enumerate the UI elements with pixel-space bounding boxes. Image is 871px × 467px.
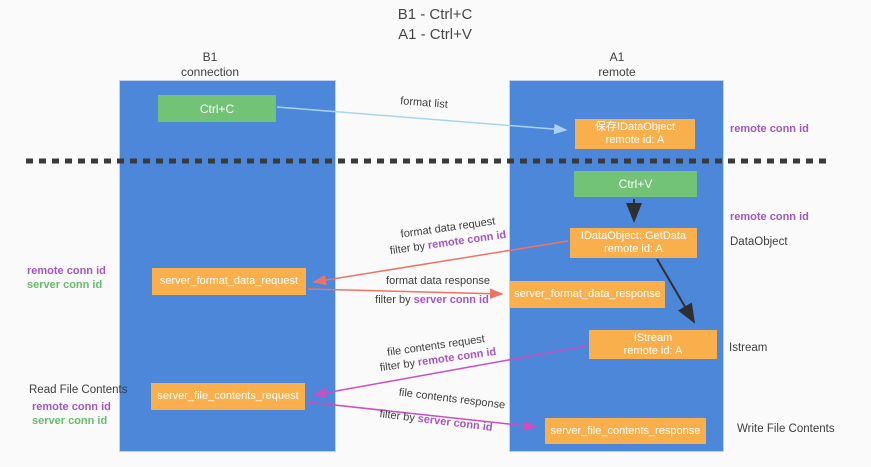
right-column-header: A1 remote <box>547 50 687 80</box>
left-server-conn-id-bottom-label: server conn id <box>32 415 108 427</box>
node-getdata: IDataObject::GetData remote id: A <box>570 228 697 258</box>
left-server-conn-id-top-label: server conn id <box>27 279 103 291</box>
filter-by-text: filter by <box>389 240 426 258</box>
node-server-file-contents-response-label: server_file_contents_response <box>550 424 701 437</box>
right-column-name: A1 <box>609 50 625 64</box>
filter-by-text: filter by <box>378 408 416 425</box>
left-column-header: B1 connection <box>140 50 280 80</box>
left-column-role: connection <box>180 65 240 79</box>
left-remote-conn-id-bottom-label: remote conn id <box>32 401 111 413</box>
format-data-response-label: format data response <box>386 275 490 287</box>
node-save-idataobject-line2: remote id: A <box>605 134 665 146</box>
title-line-2: A1 - Ctrl+V <box>398 26 472 43</box>
server-conn-id-keyword: server conn id <box>417 412 494 434</box>
istream-side-label: Istream <box>729 342 768 354</box>
node-server-format-data-response: server_format_data_response <box>510 281 665 308</box>
format-list-label: format list <box>399 95 449 111</box>
server-conn-id-keyword: server conn id <box>413 294 489 306</box>
node-save-idataobject-line1: 保存IDataObject <box>594 121 676 133</box>
node-save-idataobject: 保存IDataObject remote id: A <box>575 119 695 149</box>
node-ctrl-c: Ctrl+C <box>158 95 276 122</box>
filter-by-text: filter by <box>379 357 416 375</box>
filter-by-text: filter by <box>375 294 411 306</box>
file-contents-response-label: file contents response <box>398 386 506 412</box>
left-remote-conn-id-top-label: remote conn id <box>27 265 106 277</box>
dataobject-label: DataObject <box>730 236 788 248</box>
node-server-format-data-request: server_format_data_request <box>152 268 306 295</box>
node-istream-line2: remote id: A <box>623 344 683 357</box>
node-server-file-contents-request: server_file_contents_request <box>151 383 305 410</box>
left-column-name: B1 <box>202 50 218 64</box>
node-server-format-data-response-label: server_format_data_response <box>514 288 661 300</box>
node-getdata-line1: IDataObject::GetData <box>580 230 687 242</box>
node-server-file-contents-request-label: server_file_contents_request <box>157 390 299 402</box>
node-istream: IStream remote id: A <box>589 330 717 359</box>
title-line-1: B1 - Ctrl+C <box>397 6 473 23</box>
right-column-role: remote <box>598 65 636 79</box>
node-server-file-contents-response: server_file_contents_response <box>545 418 706 444</box>
node-ctrl-v-label: Ctrl+V <box>618 177 653 191</box>
diagram-title: B1 - Ctrl+C A1 - Ctrl+V <box>335 5 535 45</box>
right-remote-conn-id-top-label: remote conn id <box>730 123 809 135</box>
node-ctrl-c-label: Ctrl+C <box>199 101 235 116</box>
node-istream-line1: IStream <box>633 331 673 344</box>
node-ctrl-v: Ctrl+V <box>574 171 697 197</box>
node-server-format-data-request-label: server_format_data_request <box>159 275 299 287</box>
write-file-contents-label: Write File Contents <box>737 423 835 435</box>
right-remote-conn-id-mid-label: remote conn id <box>730 211 809 223</box>
node-getdata-line2: remote id: A <box>604 243 663 255</box>
read-file-contents-label: Read File Contents <box>29 384 128 396</box>
